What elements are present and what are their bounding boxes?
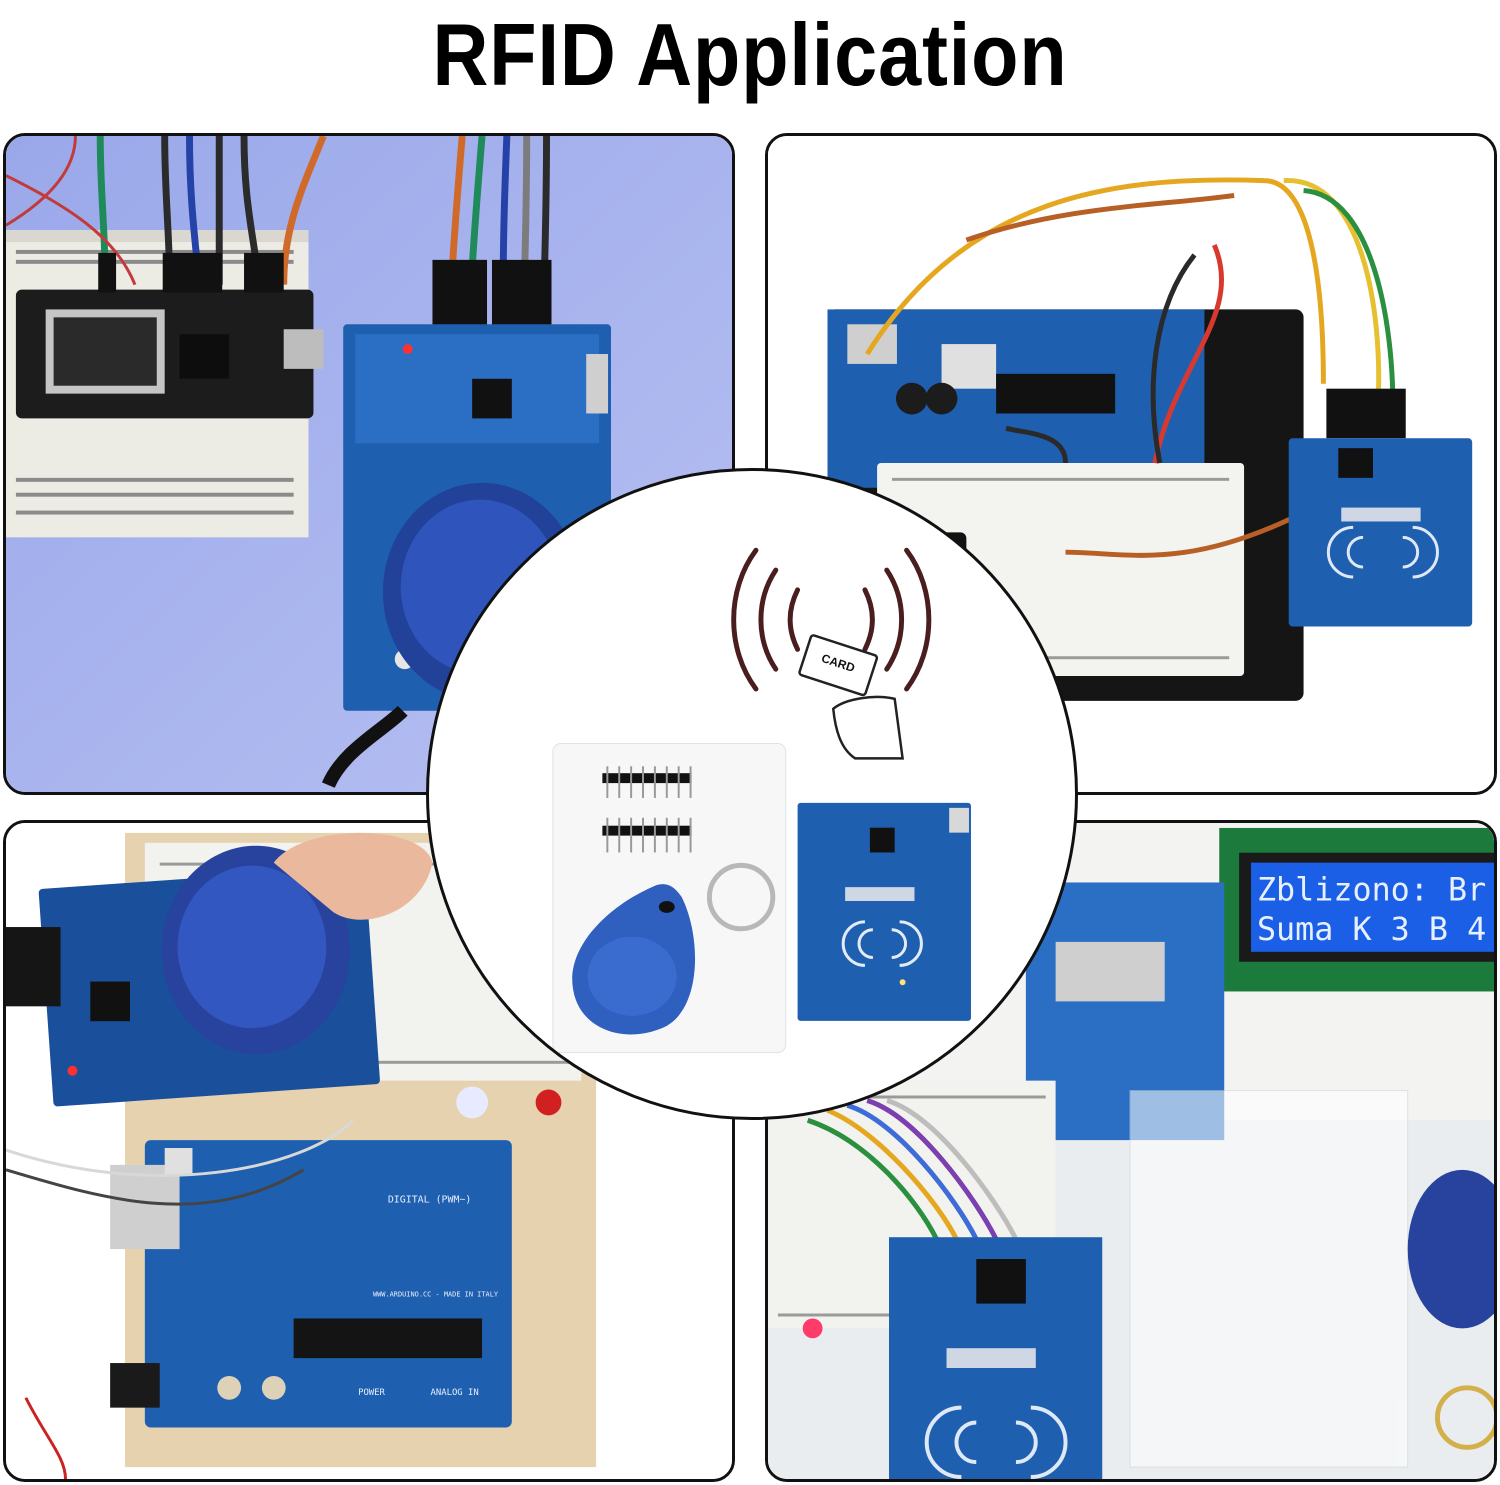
arduino-digital-label: DIGITAL (PWM~)	[388, 1195, 472, 1206]
rfid-reader-board	[797, 802, 971, 1021]
page-title: RFID Application	[432, 5, 1068, 104]
product-circle: CARD	[426, 468, 1078, 1120]
arduino-website-label: WWW.ARDUINO.CC - MADE IN ITALY	[373, 1291, 499, 1299]
lcd-line-1: Zblizono: Br	[1257, 872, 1486, 908]
pin-headers	[602, 766, 692, 853]
rfid-keyfob	[572, 862, 776, 1035]
arduino-analog-label: ANALOG IN	[430, 1388, 478, 1398]
card-hand-icon	[798, 634, 905, 760]
arduino-power-label: POWER	[358, 1388, 385, 1398]
lcd-line-2: Suma K 3 B 4	[1257, 912, 1486, 948]
contactless-card-icon	[731, 547, 932, 692]
